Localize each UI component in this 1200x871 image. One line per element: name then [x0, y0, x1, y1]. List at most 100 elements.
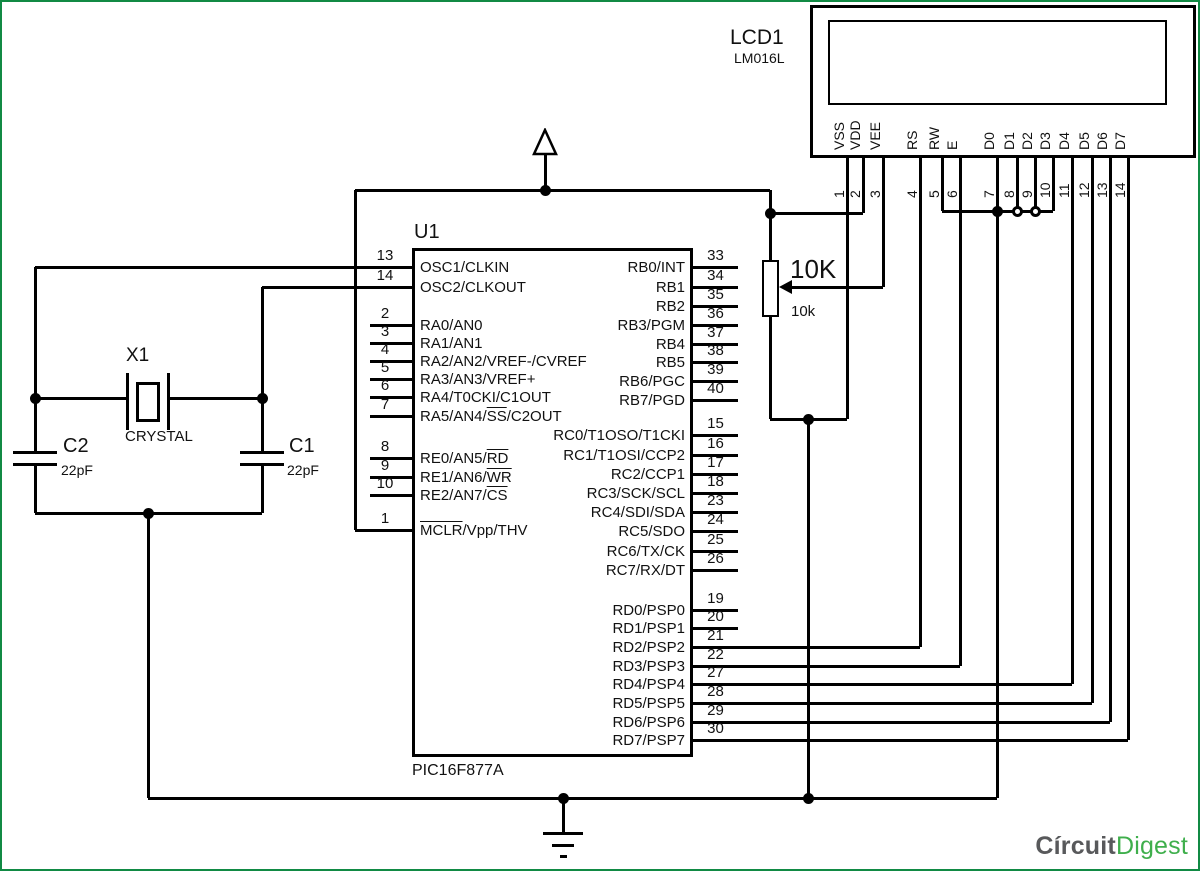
wire [693, 739, 1128, 742]
wire [562, 798, 565, 833]
ground-icon [552, 844, 574, 847]
lcd-pin-label: D4 [1056, 132, 1072, 150]
wire [693, 324, 738, 327]
junction-dot [143, 508, 154, 519]
wire [789, 286, 883, 289]
wire [34, 398, 37, 452]
wire [862, 158, 865, 213]
wire [262, 286, 412, 289]
wire [693, 380, 738, 383]
wire [693, 305, 738, 308]
mcu-pin-number: 30 [707, 720, 724, 737]
mcu-pin-label: RB6/PGC [619, 373, 685, 390]
wire [693, 609, 738, 612]
mcu-pin-label: RD6/PSP6 [612, 714, 685, 731]
wire [807, 419, 810, 798]
mcu-pin-label: RC6/TX/CK [606, 543, 685, 560]
mcu-pin-label: OSC2/CLKOUT [420, 279, 526, 296]
mcu-box [412, 248, 693, 757]
lcd-pin-label: E [944, 140, 960, 150]
crystal-symbol [136, 382, 160, 422]
mcu-part-label: PIC16F877A [412, 762, 504, 779]
mcu-pin-number: 25 [707, 531, 724, 548]
wire [147, 513, 150, 798]
lcd-screen [828, 20, 1167, 105]
lcd-pin-number: 3 [867, 190, 883, 198]
wire [770, 212, 863, 215]
mcu-pin-label: RD2/PSP2 [612, 639, 685, 656]
lcd-pin-number: 12 [1076, 182, 1092, 198]
wire [996, 158, 999, 798]
lcd-pin-label: VEE [867, 121, 883, 150]
wire [148, 797, 997, 800]
wire [1071, 158, 1074, 684]
wire [370, 342, 412, 345]
wire [693, 646, 920, 649]
mcu-pin-number: 23 [707, 492, 724, 509]
mcu-pin-number: 8 [380, 438, 390, 455]
wire [261, 287, 264, 398]
mcu-pin-number: 3 [380, 323, 390, 340]
mcu-pin-number: 37 [707, 324, 724, 341]
wire [355, 529, 412, 532]
mcu-pin-number: 16 [707, 435, 724, 452]
junction-dot [1030, 206, 1041, 217]
lcd-pin-number: 13 [1094, 182, 1110, 198]
wire [261, 464, 264, 513]
junction-dot [1012, 206, 1023, 217]
lcd-pin-label: D3 [1037, 132, 1053, 150]
wire [693, 343, 738, 346]
mcu-pin-label: RC0/T1OSO/T1CKI [553, 427, 685, 444]
lcd-pin-number: 6 [944, 190, 960, 198]
wire [370, 494, 412, 497]
wire [544, 153, 547, 190]
mcu-pin-label: RA5/AN4/SS/C2OUT [420, 408, 562, 425]
wire [1034, 158, 1037, 211]
wire [35, 397, 128, 400]
wire [769, 190, 772, 260]
mcu-pin-label: RB4 [655, 336, 685, 353]
mcu-pin-number: 1 [380, 510, 390, 527]
wire [355, 189, 770, 192]
wire [693, 569, 738, 572]
mcu-pin-label: RD7/PSP7 [612, 732, 685, 749]
lcd-pin-number: 14 [1112, 182, 1128, 198]
junction-dot [558, 793, 569, 804]
wire [941, 158, 944, 211]
mcu-pin-label: RC7/RX/DT [605, 562, 685, 579]
mcu-pin-label: RC3/SCK/SCL [586, 485, 685, 502]
mcu-pin-number: 9 [380, 457, 390, 474]
cap-c2-value: 22pF [61, 462, 93, 478]
mcu-pin-number: 40 [707, 380, 724, 397]
mcu-pin-number: 7 [380, 396, 390, 413]
mcu-pin-label: RD3/PSP3 [612, 658, 685, 675]
mcu-pin-number: 33 [707, 247, 724, 264]
wire [693, 511, 738, 514]
wire [34, 267, 37, 398]
wire [13, 451, 57, 454]
wire [370, 378, 412, 381]
cap-c2-ref: C2 [63, 435, 89, 457]
wire [1016, 158, 1019, 211]
wire [693, 454, 738, 457]
mcu-pin-number: 27 [707, 664, 724, 681]
junction-dot [30, 393, 41, 404]
logo-secondary: Digest [1115, 832, 1188, 860]
wire [1109, 158, 1112, 722]
mcu-pin-number: 35 [707, 286, 724, 303]
junction-dot [803, 414, 814, 425]
mcu-pin-label: MCLR/Vpp/THV [420, 522, 528, 539]
lcd-part-label: LM016L [734, 50, 785, 66]
mcu-pin-number: 13 [376, 247, 394, 264]
mcu-pin-label: RD0/PSP0 [612, 602, 685, 619]
wire [168, 397, 262, 400]
wire [240, 463, 284, 466]
lcd-ref: LCD1 [730, 26, 784, 49]
wire [693, 530, 738, 533]
wire [354, 190, 357, 530]
mcu-pin-number: 17 [707, 454, 724, 471]
wire [693, 286, 738, 289]
mcu-pin-number: 38 [707, 342, 724, 359]
mcu-pin-label: RD1/PSP1 [612, 620, 685, 637]
mcu-pin-number: 28 [707, 683, 724, 700]
